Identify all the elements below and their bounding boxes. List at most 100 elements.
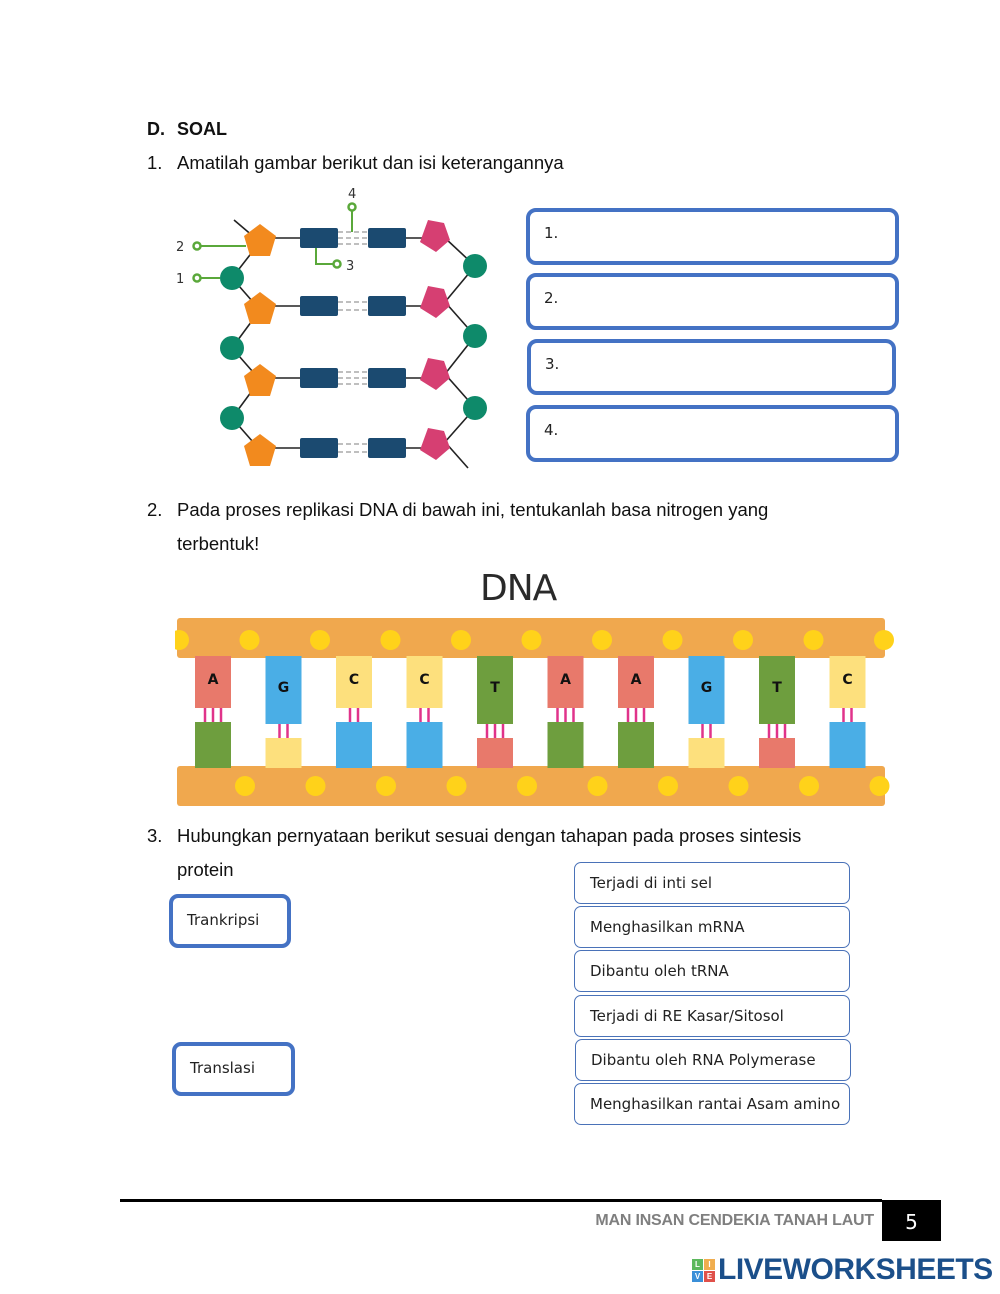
base-pair: A [547, 656, 584, 768]
base-pair: T [477, 656, 513, 768]
bottom-phosphate-dot [517, 776, 537, 796]
complementary-base-A[interactable] [759, 738, 795, 768]
bottom-phosphate-dot [658, 776, 678, 796]
diagram-label-4: 4 [348, 187, 356, 202]
base-block [300, 438, 338, 458]
section-title: SOAL [177, 119, 228, 139]
statement-1[interactable]: Terjadi di inti sel [574, 862, 850, 904]
complementary-base-T[interactable] [618, 722, 654, 768]
top-phosphate-dot [521, 630, 542, 650]
complementary-base-G[interactable] [829, 722, 866, 768]
liveworksheets-logo[interactable]: L I V E LIVEWORKSHEETS [692, 1253, 993, 1286]
template-base-A [195, 656, 231, 708]
base-pair: A [618, 656, 654, 768]
page-number: 5 [882, 1200, 941, 1241]
question-1: 1. Amatilah gambar berikut dan isi keter… [147, 146, 847, 180]
bottom-phosphate-dot [869, 776, 890, 796]
base-pair: C [336, 656, 372, 768]
template-base-label: G [278, 680, 290, 696]
bottom-phosphate-dot [446, 776, 467, 796]
sugar-pentagon [420, 286, 450, 318]
complementary-base-G[interactable] [406, 722, 443, 768]
answer-box-4[interactable]: 4. [526, 405, 899, 462]
top-phosphate-dot [662, 630, 683, 650]
question-text: Amatilah gambar berikut dan isi keterang… [177, 152, 564, 173]
template-base-A [618, 656, 654, 708]
bottom-phosphate-dot [728, 776, 749, 796]
statement-text: Terjadi di RE Kasar/Sitosol [590, 1007, 784, 1025]
stage-label: Trankripsi [187, 911, 260, 929]
statement-3[interactable]: Dibantu oleh tRNA [574, 950, 850, 992]
stage-transkripsi[interactable]: Trankripsi [169, 894, 291, 948]
statement-6[interactable]: Menghasilkan rantai Asam amino [574, 1083, 850, 1125]
logo-grid-icon: L I V E [692, 1258, 715, 1282]
top-phosphate-dot [803, 630, 824, 650]
stage-label: Translasi [190, 1059, 255, 1077]
template-base-T [477, 656, 513, 724]
answer-box-label: 1. [544, 224, 559, 242]
complementary-base-C[interactable] [265, 738, 302, 768]
nitrogen-bases [300, 228, 406, 458]
phosphate-circle [463, 254, 487, 278]
logo-tile: I [704, 1258, 715, 1270]
bottom-phosphate-dot [799, 776, 819, 796]
complementary-base-C[interactable] [688, 738, 725, 768]
template-base-C [406, 656, 443, 708]
sugar-pentagon [420, 428, 450, 460]
question-text-line-2: protein [177, 859, 234, 880]
hydrogen-bonds [338, 231, 368, 453]
template-base-C [829, 656, 866, 708]
statement-text: Dibantu oleh RNA Polymerase [591, 1051, 816, 1069]
pointer-dot [347, 202, 357, 212]
base-pair: A [195, 656, 231, 768]
statement-2[interactable]: Menghasilkan mRNA [574, 906, 850, 948]
complementary-base-A[interactable] [477, 738, 513, 768]
complementary-base-T[interactable] [547, 722, 584, 768]
diagram-label-3: 3 [346, 259, 354, 274]
bottom-phosphate-dot [305, 776, 326, 796]
template-base-label: A [560, 672, 571, 688]
question-3: 3. Hubungkan pernyataan berikut sesuai d… [147, 819, 867, 887]
phosphates [220, 254, 487, 430]
answer-box-3[interactable]: 3. [527, 339, 896, 395]
base-block [368, 228, 406, 248]
complementary-base-T[interactable] [195, 722, 231, 768]
school-name: MAN INSAN CENDEKIA TANAH LAUT [595, 1212, 874, 1229]
answer-box-1[interactable]: 1. [526, 208, 899, 265]
pointer-dot [192, 273, 202, 283]
answer-box-label: 2. [544, 289, 559, 307]
statement-text: Terjadi di inti sel [590, 874, 712, 892]
base-pair: G [688, 656, 725, 768]
template-base-label: C [419, 672, 429, 688]
bottom-phosphate-dot [235, 776, 255, 796]
pointer-dots [192, 202, 357, 283]
stage-translasi[interactable]: Translasi [172, 1042, 295, 1096]
sugar-right [420, 220, 450, 460]
logo-tile: V [692, 1270, 703, 1282]
base-block [300, 368, 338, 388]
base-block [300, 296, 338, 316]
bottom-phosphate-dot [376, 776, 396, 796]
base-pair: C [406, 656, 443, 768]
answer-box-2[interactable]: 2. [526, 273, 899, 330]
base-pair: C [829, 656, 866, 768]
logo-tile: E [704, 1270, 715, 1282]
statement-text: Menghasilkan rantai Asam amino [590, 1095, 841, 1113]
statement-5[interactable]: Dibantu oleh RNA Polymerase [575, 1039, 851, 1081]
complementary-base-G[interactable] [336, 722, 372, 768]
statement-4[interactable]: Terjadi di RE Kasar/Sitosol [574, 995, 850, 1037]
top-phosphate-dot [239, 630, 260, 650]
template-base-label: C [842, 672, 852, 688]
sugar-pentagon [420, 358, 450, 390]
template-base-label: G [701, 680, 713, 696]
statement-text: Menghasilkan mRNA [590, 918, 745, 936]
base-pair: G [265, 656, 302, 768]
top-phosphate-dot [733, 630, 753, 650]
phosphate-circle [463, 324, 487, 348]
sugar-pentagon [420, 220, 450, 252]
template-base-A [547, 656, 584, 708]
pointer-dot [332, 259, 342, 269]
question-text-line-1: Pada proses replikasi DNA di bawah ini, … [177, 499, 769, 520]
section-heading: D.SOAL [147, 119, 227, 140]
